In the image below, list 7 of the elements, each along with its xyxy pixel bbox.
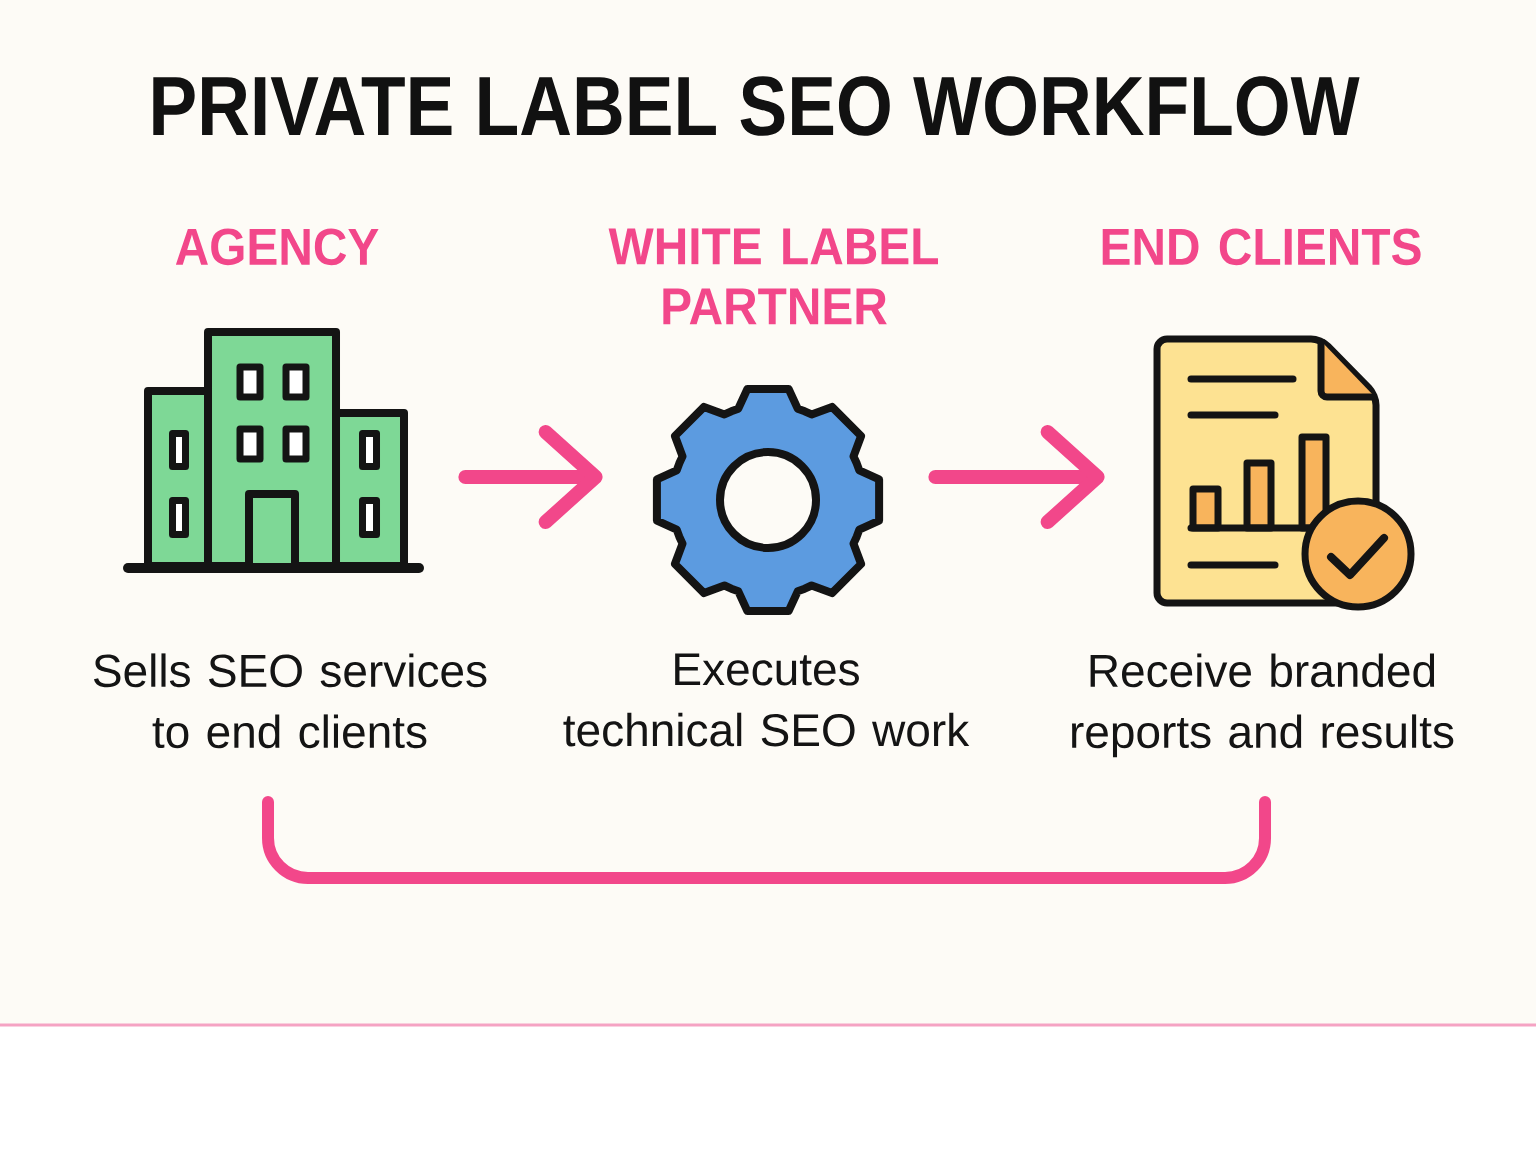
heading: END CLIENTS bbox=[1102, 228, 1421, 266]
heading: AGENCY bbox=[175, 228, 379, 266]
heading: WHITE LABEL PARTNER bbox=[608, 228, 938, 325]
title: PRIVATE LABEL SEO WORKFLOW bbox=[153, 76, 1360, 136]
caption-text: Receive branded reports and results bbox=[1072, 653, 1454, 758]
caption-text: Executes technical SEO work bbox=[563, 653, 970, 747]
caption-text: Sells SEO services to end clients bbox=[94, 653, 487, 749]
